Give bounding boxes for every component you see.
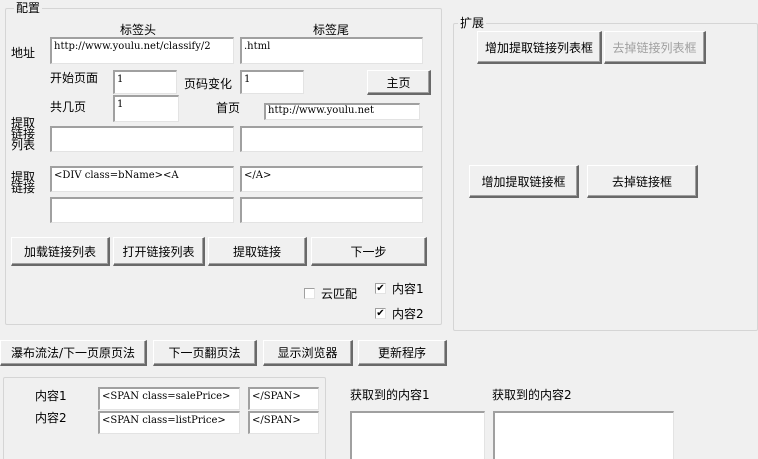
next-page-method-button[interactable]: 下一页翻页法 — [153, 340, 257, 366]
page-step-input[interactable]: 1 — [240, 70, 304, 94]
content1-head-input[interactable]: <SPAN class=salePrice> — [98, 387, 240, 410]
add-link-box-button[interactable]: 增加提取链接框 — [469, 165, 579, 198]
waterfall-method-button[interactable]: 瀑布流法/下一页原页法 — [0, 340, 147, 366]
label-page-step: 页码变化 — [184, 77, 233, 91]
total-pages-input[interactable]: 1 — [113, 95, 179, 122]
home-button[interactable]: 主页 — [367, 70, 431, 95]
result1-textarea[interactable] — [350, 411, 485, 459]
label-content2: 内容2 — [35, 411, 67, 425]
label-tail: 标签尾 — [313, 23, 350, 37]
content1-tail-input[interactable]: </SPAN> — [248, 387, 319, 410]
content1-checkbox[interactable]: ✔ 内容1 — [375, 282, 424, 296]
remove-list-box-button[interactable]: 去掉链接列表框 — [604, 31, 706, 64]
label-total-pages: 共几页 — [50, 100, 87, 114]
content2-head-input[interactable]: <SPAN class=listPrice> — [98, 411, 240, 434]
label-content1: 内容1 — [35, 389, 67, 403]
extract-link-tail-input[interactable]: </A> — [240, 166, 423, 192]
add-list-box-button[interactable]: 增加提取链接列表框 — [477, 31, 602, 64]
home-page-input[interactable]: http://www.youlu.net — [264, 103, 420, 120]
label-result1: 获取到的内容1 — [350, 388, 430, 402]
start-page-input[interactable]: 1 — [113, 70, 177, 94]
content2-tail-input[interactable]: </SPAN> — [248, 411, 319, 434]
extend-group-title: 扩展 — [458, 16, 487, 30]
extract-links-button[interactable]: 提取链接 — [208, 237, 307, 266]
extract-list-tail-input[interactable] — [240, 126, 423, 152]
result2-textarea[interactable] — [493, 411, 674, 459]
label-extract-link: 提取 链接 — [11, 170, 36, 195]
open-link-list-button[interactable]: 打开链接列表 — [113, 237, 205, 266]
extract-list-head-input[interactable] — [50, 126, 234, 152]
address-head-input[interactable]: http://www.youlu.net/classify/2 — [50, 37, 234, 64]
label-result2: 获取到的内容2 — [492, 388, 572, 402]
content2-checkbox[interactable]: ✔ 内容2 — [375, 307, 424, 321]
checkmark-icon: ✔ — [375, 283, 386, 294]
show-browser-button[interactable]: 显示浏览器 — [263, 340, 353, 366]
remove-link-box-button[interactable]: 去掉链接框 — [587, 165, 698, 198]
label-home-page: 首页 — [216, 101, 241, 115]
update-program-button[interactable]: 更新程序 — [358, 340, 447, 366]
address-tail-input[interactable]: .html — [240, 37, 423, 64]
content-group — [3, 377, 326, 459]
cloud-match-checkbox[interactable]: 云匹配 — [304, 285, 357, 302]
extract-link-head-input[interactable]: <DIV class=bName><A — [50, 166, 234, 192]
checkmark-icon: ✔ — [375, 308, 386, 319]
label-extract-list: 提取 链接 列表 — [11, 116, 36, 152]
load-link-list-button[interactable]: 加载链接列表 — [11, 237, 110, 266]
next-step-button[interactable]: 下一步 — [311, 237, 427, 266]
extract-link2-head-input[interactable] — [50, 197, 234, 223]
checkbox-unchecked-icon — [304, 288, 315, 299]
label-address: 地址 — [11, 46, 36, 60]
extract-link2-tail-input[interactable] — [240, 197, 423, 223]
config-group: 配置 — [5, 1, 442, 325]
config-group-title: 配置 — [14, 1, 43, 15]
label-start-page: 开始页面 — [50, 71, 99, 85]
label-head: 标签头 — [120, 23, 157, 37]
